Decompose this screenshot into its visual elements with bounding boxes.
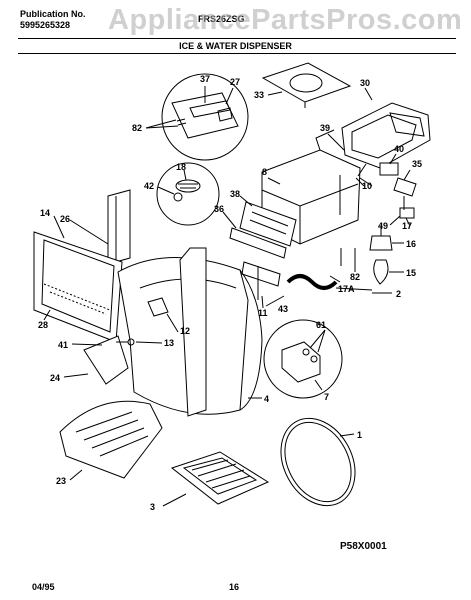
part-33-plate	[261, 62, 352, 108]
callout-1: 1	[357, 430, 362, 440]
callout-4: 4	[264, 394, 269, 404]
callout-3: 3	[150, 502, 155, 512]
callout-39: 39	[320, 123, 330, 133]
callout-30: 30	[360, 78, 370, 88]
detail-circle-18-42	[156, 162, 220, 226]
part-36-lever	[229, 227, 287, 300]
callout-16: 16	[406, 239, 416, 249]
header-rule-bottom	[18, 53, 456, 54]
callout-11: 11	[258, 308, 268, 318]
part-38-panel	[239, 201, 297, 247]
callout-24: 24	[50, 373, 60, 383]
callout-43: 43	[278, 304, 288, 314]
part-1-ring	[280, 417, 356, 507]
callout-27: 27	[230, 77, 240, 87]
callout-labels: 37 27 82 33 30 39 8 40 35 18 42 38 10 36…	[38, 74, 422, 512]
callout-15: 15	[406, 268, 416, 278]
header-rule-top	[18, 38, 456, 39]
callout-10: 10	[362, 181, 372, 191]
callout-82-top: 82	[132, 123, 142, 133]
part-23-drip-tray	[59, 400, 163, 479]
callout-41: 41	[58, 340, 68, 350]
callout-13: 13	[164, 338, 174, 348]
callout-26: 26	[60, 214, 70, 224]
publication-label: Publication No.	[20, 9, 86, 19]
part-30-shroud	[341, 102, 431, 169]
part-2-wire	[286, 274, 373, 291]
diagram-code: P58X0001	[340, 541, 387, 552]
detail-circle-61-7	[263, 319, 343, 399]
callout-18: 18	[176, 162, 186, 172]
callout-49: 49	[378, 221, 388, 231]
callout-36: 36	[214, 204, 224, 214]
callout-17A: 17A	[338, 284, 355, 294]
callout-14: 14	[40, 208, 50, 218]
part-24-paddle	[83, 335, 135, 385]
callout-7: 7	[324, 392, 329, 402]
publication-number: 5995265328	[20, 20, 71, 30]
callout-33: 33	[254, 90, 264, 100]
part-3-grille	[170, 451, 270, 505]
callout-12: 12	[180, 326, 190, 336]
watermark: AppliancePartsPros.com	[108, 4, 463, 36]
callout-8: 8	[262, 167, 267, 177]
callout-38: 38	[230, 189, 240, 199]
callout-42: 42	[144, 181, 154, 191]
leader-lines	[43, 86, 411, 507]
part-16-switch	[369, 225, 393, 251]
part-15-bulb	[373, 259, 389, 285]
callout-37: 37	[200, 74, 210, 84]
model-number: FRS26ZSG	[198, 14, 245, 24]
footer-date: 04/95	[32, 582, 55, 592]
callout-17: 17	[402, 221, 412, 231]
part-4-chute	[117, 247, 263, 417]
page-title: ICE & WATER DISPENSER	[179, 41, 292, 51]
back-panel-column	[107, 189, 131, 265]
callout-2: 2	[396, 289, 401, 299]
callout-35: 35	[412, 159, 422, 169]
detail-circle-top	[161, 73, 249, 161]
callout-82-mid: 82	[350, 272, 360, 282]
callout-61: 61	[316, 320, 326, 330]
part-12-latch	[147, 297, 169, 317]
footer-page-number: 16	[229, 582, 240, 592]
part-40-35-49-group	[355, 162, 417, 219]
callout-40: 40	[394, 144, 404, 154]
callout-28: 28	[38, 320, 48, 330]
callout-23: 23	[56, 476, 66, 486]
part-82-screws	[340, 248, 356, 266]
